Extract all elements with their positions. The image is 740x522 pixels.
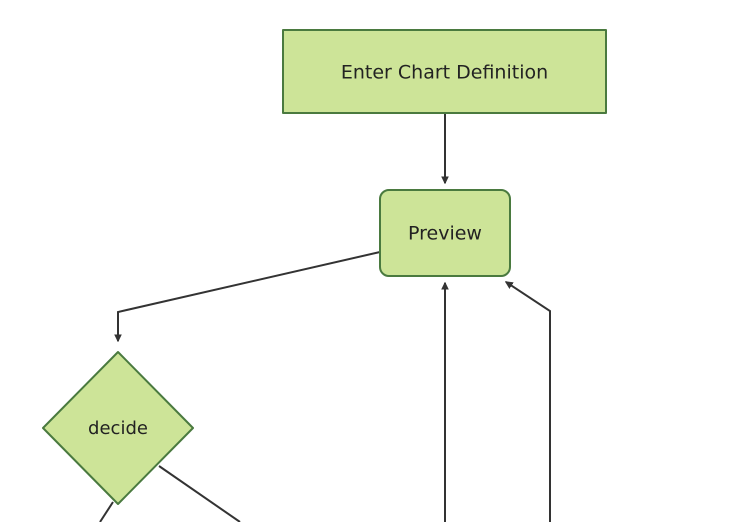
edge-inbound-preview-right: [506, 281, 551, 522]
node-enter-chart-definition-label: Enter Chart Definition: [341, 62, 548, 84]
node-layer: Enter Chart Definition Preview decide: [42, 29, 607, 505]
node-decide[interactable]: decide: [42, 351, 194, 505]
edge-decide-out-left: [99, 501, 114, 522]
edge-decide-out-right: [158, 465, 241, 522]
node-preview-label: Preview: [408, 223, 482, 245]
node-enter-chart-definition-shape: [282, 29, 607, 114]
node-enter-chart-definition[interactable]: Enter Chart Definition: [282, 29, 607, 114]
node-decide-label: decide: [88, 418, 148, 439]
edge-preview-to-decide: [118, 251, 381, 341]
node-decide-shape: [42, 351, 194, 505]
node-preview-shape: [379, 189, 511, 277]
edge-layer: [99, 113, 551, 522]
node-preview[interactable]: Preview: [379, 189, 511, 277]
